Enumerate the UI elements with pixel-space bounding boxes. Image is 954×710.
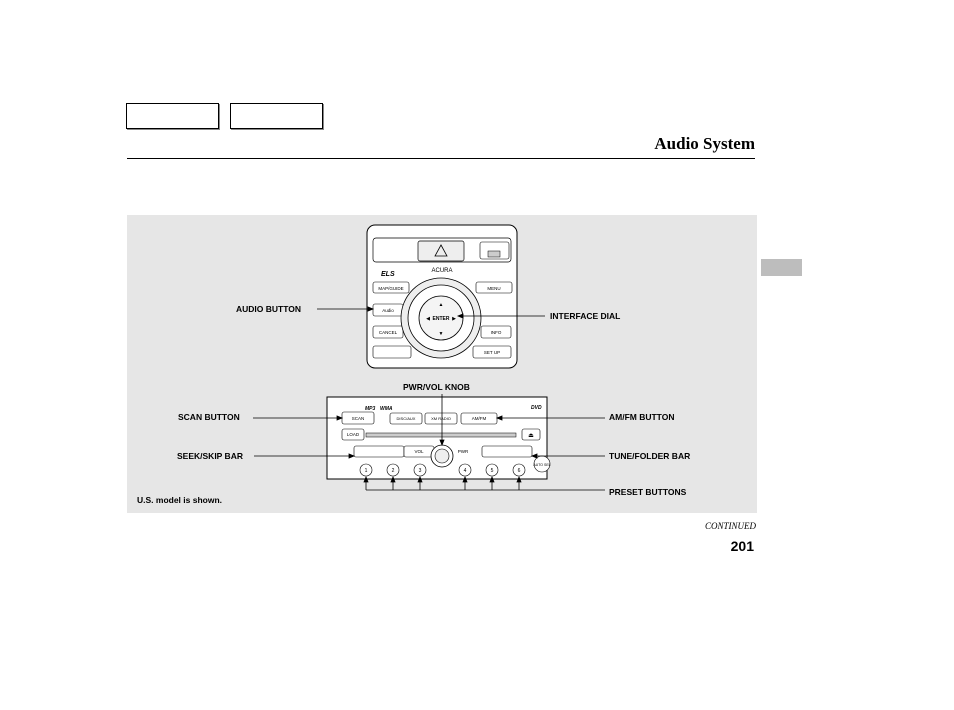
- label-tune-folder-bar: TUNE/FOLDER BAR: [609, 451, 691, 461]
- svg-text:DVD: DVD: [531, 405, 542, 411]
- label-am-fm-button: AM/FM BUTTON: [609, 412, 675, 422]
- svg-text:▲: ▲: [439, 302, 444, 308]
- label-scan-button: SCAN BUTTON: [178, 412, 240, 422]
- model-note: U.S. model is shown.: [137, 495, 223, 505]
- svg-text:MAP/GUIDE: MAP/GUIDE: [378, 286, 403, 291]
- header-rule: [127, 158, 755, 159]
- svg-text:MENU: MENU: [487, 286, 500, 291]
- svg-text:DISC/AUX: DISC/AUX: [397, 416, 416, 421]
- enter-text: ENTER: [433, 316, 450, 322]
- nav-tab-index[interactable]: [230, 103, 323, 129]
- svg-text:SET UP: SET UP: [484, 350, 500, 355]
- label-interface-dial: INTERFACE DIAL: [550, 311, 621, 321]
- svg-text:INFO: INFO: [491, 330, 502, 335]
- navigation-control-panel: ELS ACURA MAP/GUIDE MENU Audio INFO CANC…: [366, 224, 518, 369]
- brand-text: ACURA: [431, 268, 452, 274]
- map-guide-button: [372, 281, 410, 294]
- tune-folder-bar: [481, 445, 533, 458]
- svg-text:2: 2: [392, 468, 395, 474]
- svg-text:XM RADIO: XM RADIO: [431, 416, 451, 421]
- menu-button: [475, 281, 513, 294]
- disc-aux-button: [389, 412, 423, 425]
- page-number: 201: [730, 538, 754, 554]
- info-button: [480, 325, 512, 339]
- audio-head-unit: MP3 WMA DVD SCAN DISC/AUX XM RADIO AM/FM…: [326, 396, 551, 480]
- am-fm-button: [460, 412, 498, 425]
- page-title: Audio System: [654, 134, 755, 153]
- svg-text:SCAN: SCAN: [352, 416, 365, 421]
- svg-text:WMA: WMA: [380, 406, 393, 412]
- svg-text:VOL: VOL: [414, 449, 424, 454]
- label-preset-buttons: PRESET BUTTONS: [609, 487, 687, 497]
- svg-text:Audio: Audio: [382, 308, 394, 313]
- eject-button: [521, 428, 541, 441]
- svg-text:4: 4: [464, 468, 467, 474]
- callout-lines: [253, 306, 605, 491]
- svg-text:AUTO SEL: AUTO SEL: [533, 463, 550, 467]
- load-button: [341, 428, 365, 441]
- svg-text:6: 6: [518, 468, 521, 474]
- svg-text:5: 5: [491, 468, 494, 474]
- svg-text:▼: ▼: [439, 331, 444, 337]
- disc-slot: [365, 432, 517, 438]
- svg-text:CANCEL: CANCEL: [379, 330, 398, 335]
- svg-text:1: 1: [365, 468, 368, 474]
- label-audio-button: AUDIO BUTTON: [236, 304, 302, 314]
- hazard-icon: [434, 244, 448, 257]
- svg-text:PWR: PWR: [458, 449, 469, 454]
- svg-text:⏏: ⏏: [528, 433, 534, 439]
- day-night-button: [372, 345, 412, 359]
- svg-text:AM/FM: AM/FM: [472, 416, 487, 421]
- svg-text:3: 3: [419, 468, 422, 474]
- cancel-button: [372, 325, 404, 339]
- hazard-button: [417, 240, 465, 262]
- svg-text:MP3: MP3: [365, 406, 376, 412]
- xm-radio-button: [424, 412, 458, 425]
- svg-text:ELS: ELS: [381, 271, 395, 278]
- label-pwr-vol-knob: PWR/VOL KNOB: [403, 382, 470, 392]
- svg-text:LOAD: LOAD: [347, 432, 360, 437]
- seek-skip-bar: [353, 445, 405, 458]
- section-tab: [761, 259, 802, 276]
- svg-text:▶: ▶: [452, 316, 456, 322]
- continued-label: CONTINUED: [704, 521, 756, 531]
- setup-button: [472, 345, 512, 359]
- nav-tab-contents[interactable]: [126, 103, 219, 129]
- svg-text:◀: ◀: [426, 316, 430, 322]
- label-seek-skip-bar: SEEK/SKIP BAR: [177, 451, 243, 461]
